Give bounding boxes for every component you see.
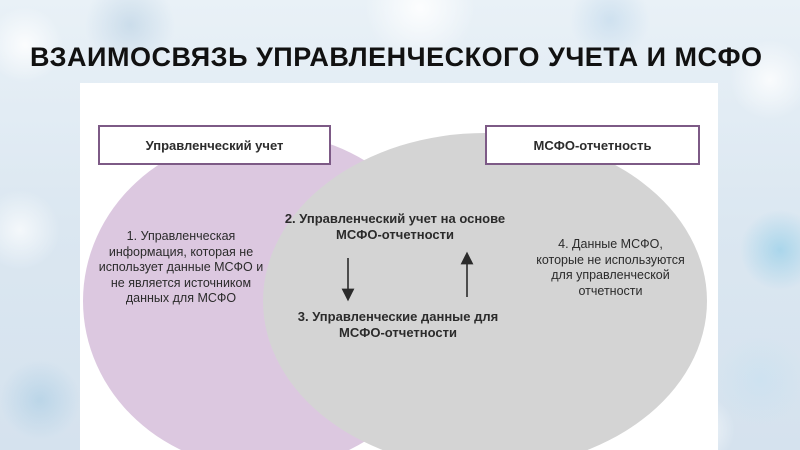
management-accounting-box: Управленческий учет: [98, 125, 331, 165]
management-accounting-label: Управленческий учет: [145, 137, 284, 153]
ifrs-reporting-box: МСФО-отчетность: [485, 125, 700, 165]
left-area-text: 1. Управленческая информация, которая не…: [98, 229, 264, 305]
ifrs-reporting-circle: [263, 133, 707, 450]
venn-diagram: [83, 133, 707, 450]
ifrs-reporting-label: МСФО-отчетность: [533, 137, 652, 153]
overlap-top-text: 2. Управленческий учет на основе МСФО-от…: [284, 211, 506, 242]
slide-title: ВЗАИМОСВЯЗЬ УПРАВЛЕНЧЕСКОГО УЧЕТА И МСФО: [30, 42, 763, 72]
overlap-bottom-text: 3. Управленческие данные для МСФО-отчетн…: [297, 309, 499, 340]
right-area-text: 4. Данные МСФО, которые не используются …: [536, 237, 685, 298]
diagram-panel: Управленческий учет МСФО-отчетность 1. У…: [80, 83, 718, 450]
